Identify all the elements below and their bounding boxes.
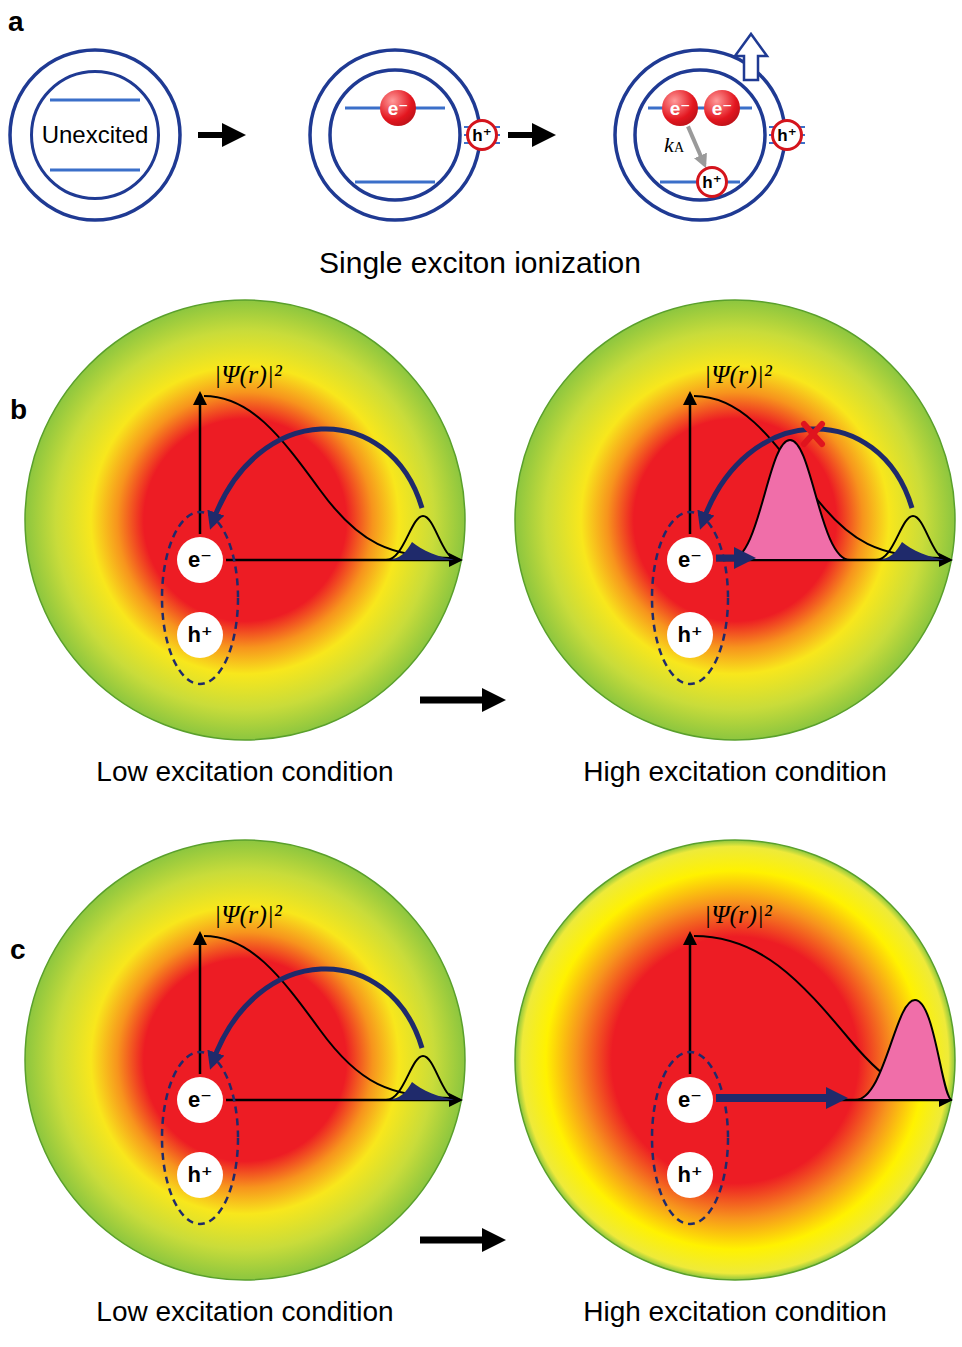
axis-label: |Ψ(r)|² bbox=[214, 361, 282, 390]
panel-letter: a bbox=[8, 7, 24, 38]
condition-caption: High excitation condition bbox=[583, 757, 887, 788]
node-text: e⁻ bbox=[678, 549, 702, 571]
hole-ring: h⁺ bbox=[466, 119, 498, 151]
electron-disk: e⁻ bbox=[667, 1077, 713, 1123]
hole-disk: h⁺ bbox=[177, 1152, 223, 1198]
node-text: h⁺ bbox=[777, 127, 796, 144]
node-text: e⁻ bbox=[712, 99, 733, 118]
node-text: Unexcited bbox=[42, 123, 149, 147]
condition-caption: Low excitation condition bbox=[96, 1297, 393, 1328]
hole-ring: h⁺ bbox=[771, 119, 803, 151]
hole-ring: h⁺ bbox=[696, 166, 728, 198]
node-text: e⁻ bbox=[188, 549, 212, 571]
axis-label: |Ψ(r)|² bbox=[214, 901, 282, 930]
condition-caption: Low excitation condition bbox=[96, 757, 393, 788]
node-text: h⁺ bbox=[677, 1164, 702, 1186]
axis-label: |Ψ(r)|² bbox=[704, 901, 772, 930]
node-text: e⁻ bbox=[188, 1089, 212, 1111]
electron-disk: e⁻ bbox=[177, 537, 223, 583]
node-text: e⁻ bbox=[670, 99, 691, 118]
electron-ball: e⁻ bbox=[380, 90, 416, 126]
hole-disk: h⁺ bbox=[667, 612, 713, 658]
node-text: h⁺ bbox=[187, 1164, 212, 1186]
node-text: h⁺ bbox=[187, 624, 212, 646]
node-text: h⁺ bbox=[702, 174, 721, 191]
electron-ball: e⁻ bbox=[704, 90, 740, 126]
rate-label: kA bbox=[662, 133, 686, 157]
node-text: e⁻ bbox=[388, 99, 409, 118]
electron-disk: e⁻ bbox=[177, 1077, 223, 1123]
panel-caption: Single exciton ionization bbox=[319, 246, 641, 279]
electron-ball: e⁻ bbox=[662, 90, 698, 126]
node-text: e⁻ bbox=[678, 1089, 702, 1111]
node-text: h⁺ bbox=[677, 624, 702, 646]
orbital-circle: Unexcited bbox=[30, 70, 160, 200]
axis-label: |Ψ(r)|² bbox=[704, 361, 772, 390]
condition-caption: High excitation condition bbox=[583, 1297, 887, 1328]
transition-arrow bbox=[688, 126, 705, 164]
panel-letter: b bbox=[10, 395, 27, 426]
electron-disk: e⁻ bbox=[667, 537, 713, 583]
panel-letter: c bbox=[10, 935, 26, 966]
hole-disk: h⁺ bbox=[667, 1152, 713, 1198]
node-text: h⁺ bbox=[472, 127, 491, 144]
hole-disk: h⁺ bbox=[177, 612, 223, 658]
